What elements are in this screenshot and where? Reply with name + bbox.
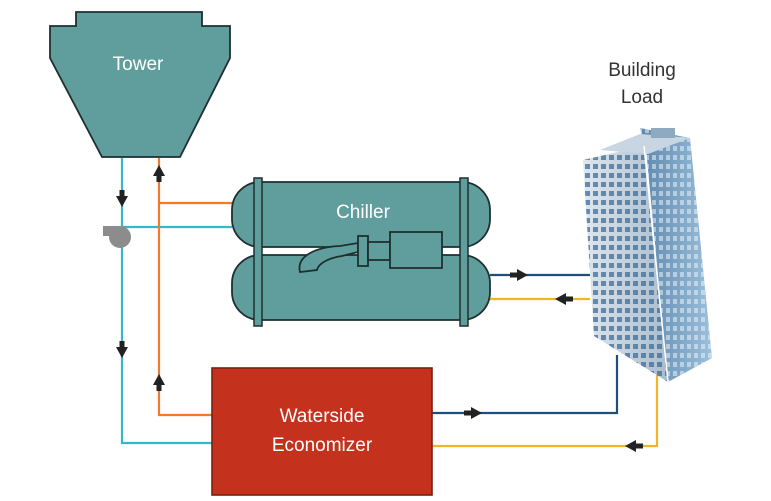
arrow-icon-stem: [156, 384, 162, 391]
economizer-label-line1: Waterside: [280, 406, 365, 427]
economizer-label-line2: Economizer: [272, 435, 373, 456]
waterside-economizer: Waterside Economizer: [211, 367, 433, 496]
arrow-icon-stem: [635, 443, 643, 449]
building-label-line2: Load: [621, 87, 663, 108]
tower-label: Tower: [113, 54, 164, 75]
arrow-icon: [471, 407, 482, 419]
arrow-icon-stem: [156, 175, 162, 182]
chiller-label: Chiller: [336, 202, 391, 223]
arrow-icon-stem: [464, 410, 472, 416]
chilled-return-pipe-to-economizer: [432, 355, 659, 448]
arrow-icon: [555, 293, 566, 305]
compressor-body: [357, 235, 369, 267]
condenser-return-pipe-from-chiller: [157, 158, 232, 205]
economizer-box: [211, 367, 433, 496]
compressor-connector: [367, 241, 391, 261]
arrow-icon: [116, 347, 128, 358]
arrow-icon-stem: [565, 296, 573, 302]
condenser-supply-pipe-to-chiller: [120, 158, 232, 229]
arrow-icon: [116, 196, 128, 207]
arrow-icon-stem: [119, 341, 125, 348]
arrow-icon: [517, 269, 528, 281]
pump-icon: [103, 226, 131, 248]
condenser-return-pipe-from-economizer: [157, 203, 212, 417]
arrow-icon-stem: [510, 272, 518, 278]
arrow-icon: [153, 374, 165, 385]
building-icon: [583, 128, 712, 383]
pipes: [120, 158, 659, 448]
chilled-supply-pipe-from-economizer: [432, 355, 619, 415]
cooling-tower: Tower: [49, 11, 231, 158]
condenser-supply-pipe-to-economizer: [120, 227, 212, 445]
cooling-tower-shape: [49, 11, 231, 158]
building-label-line1: Building: [608, 60, 676, 81]
arrow-icon: [625, 440, 636, 452]
compressor-motor: [389, 231, 443, 269]
flow-arrows: [116, 165, 643, 452]
chiller: Chiller: [231, 177, 491, 327]
arrow-icon-stem: [119, 190, 125, 197]
arrow-icon: [153, 165, 165, 176]
